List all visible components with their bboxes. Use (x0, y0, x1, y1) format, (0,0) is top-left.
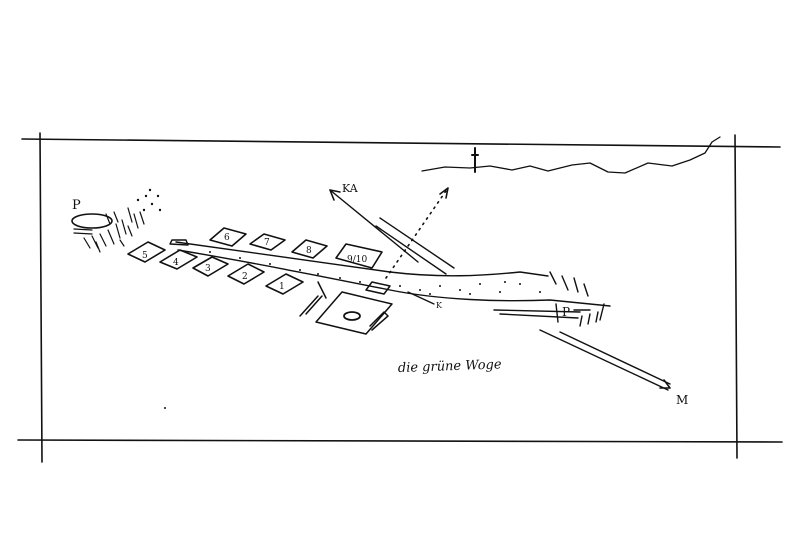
frame-left-line (39, 132, 43, 463)
arrow-ka-label: KA (342, 182, 359, 195)
band-dots (209, 251, 541, 295)
building-label-5: 5 (142, 251, 148, 261)
parking-east (493, 303, 605, 327)
small-box (365, 281, 391, 295)
building-7 (249, 233, 286, 251)
buildings-north-row (209, 227, 383, 269)
marker-k (407, 291, 435, 305)
building-2 (227, 263, 265, 285)
building-label-1: 1 (279, 282, 285, 292)
building-8 (291, 239, 328, 259)
buildings-north-labels: 6 7 8 9/10 (224, 233, 367, 265)
arrow-m-label: M (676, 393, 688, 407)
frame-bottom-line (17, 439, 783, 443)
frame (17, 132, 783, 463)
frame-right-line (734, 134, 738, 459)
arrow-m (539, 329, 671, 391)
building-label-9-10: 9/10 (347, 255, 367, 265)
hatching (83, 207, 145, 253)
speck (164, 407, 166, 409)
building-label-2: 2 (242, 272, 248, 282)
marker-k-label: K (436, 301, 443, 310)
plaza-outline (315, 291, 393, 335)
building-label-6: 6 (224, 233, 230, 243)
building-label-7: 7 (264, 238, 270, 248)
plaza-oval (343, 311, 361, 321)
buildings-south-row (127, 241, 304, 295)
building-9-10 (335, 243, 383, 269)
arrow-ka (329, 189, 419, 263)
building-5 (127, 241, 166, 263)
parking-west-label: P (72, 198, 81, 213)
buildings-south-labels: 5 4 3 2 1 (142, 251, 285, 292)
building-6 (209, 227, 247, 247)
parking-west-oval (71, 213, 113, 229)
frame-top-line (21, 138, 781, 148)
axis-lines (375, 217, 455, 275)
skyline (421, 136, 721, 174)
building-1 (265, 273, 304, 295)
building-label-3: 3 (205, 264, 211, 274)
plaza (299, 281, 393, 335)
caption: die grüne Woge (398, 357, 503, 376)
plaza-stub (317, 281, 327, 299)
scatter-dots (136, 188, 162, 212)
building-4 (159, 249, 198, 270)
parking-west (71, 188, 162, 253)
building-3 (192, 256, 229, 277)
building-label-4: 4 (173, 258, 179, 268)
parking-east-label: P (562, 305, 570, 319)
building-label-8: 8 (306, 246, 312, 256)
dotted-arrow (385, 187, 449, 279)
tower-icon (471, 147, 479, 173)
